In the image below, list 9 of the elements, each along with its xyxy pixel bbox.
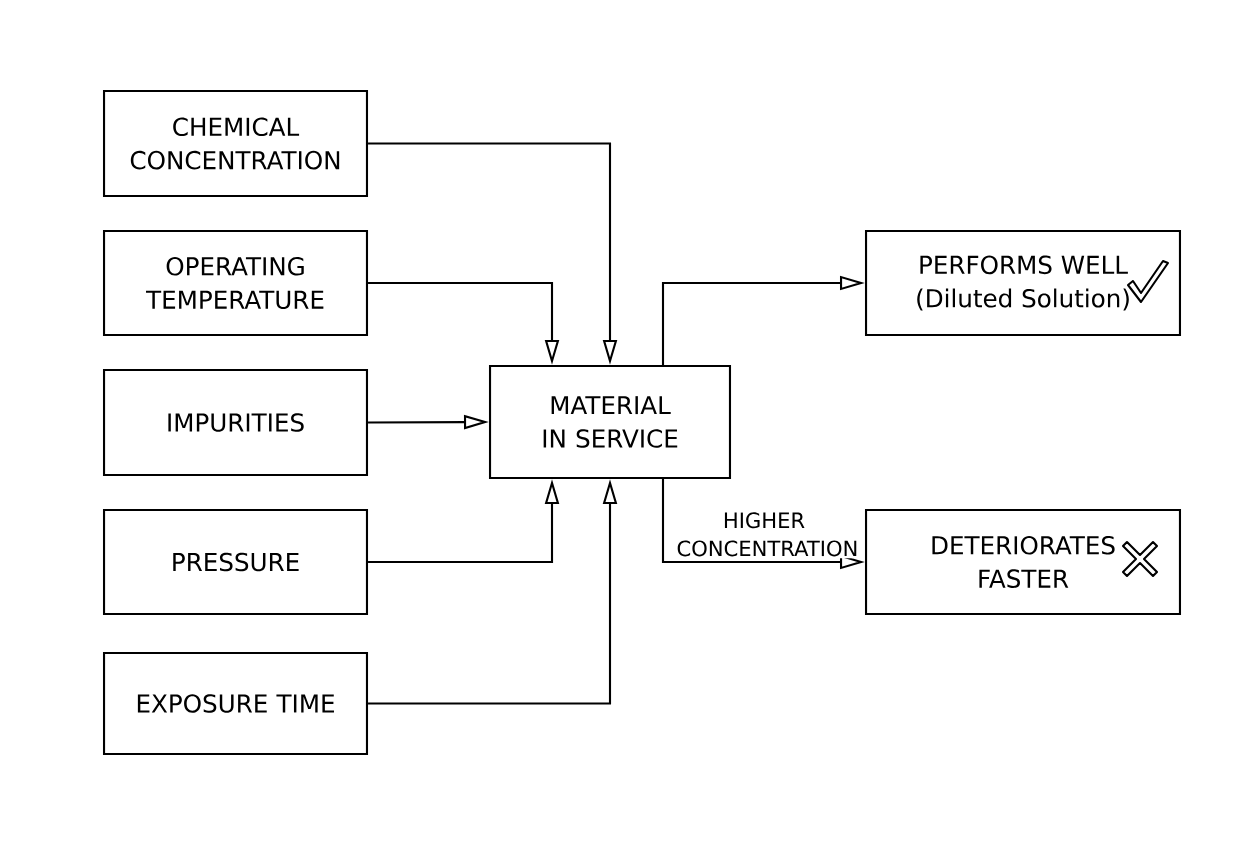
- edge-label: HIGHER CONCENTRATION: [674, 510, 857, 559]
- process-box: IMPURITIES: [102, 368, 369, 477]
- process-box: PRESSURE: [102, 508, 369, 616]
- process-box: EXPOSURE TIME: [102, 651, 369, 756]
- process-box: MATERIAL IN SERVICE: [488, 364, 732, 480]
- process-box: CHEMICAL CONCENTRATION: [102, 89, 369, 198]
- process-box: OPERATING TEMPERATURE: [102, 229, 369, 337]
- process-box: DETERIORATES FASTER: [864, 508, 1182, 616]
- process-box: PERFORMS WELL (Diluted Solution): [864, 229, 1182, 337]
